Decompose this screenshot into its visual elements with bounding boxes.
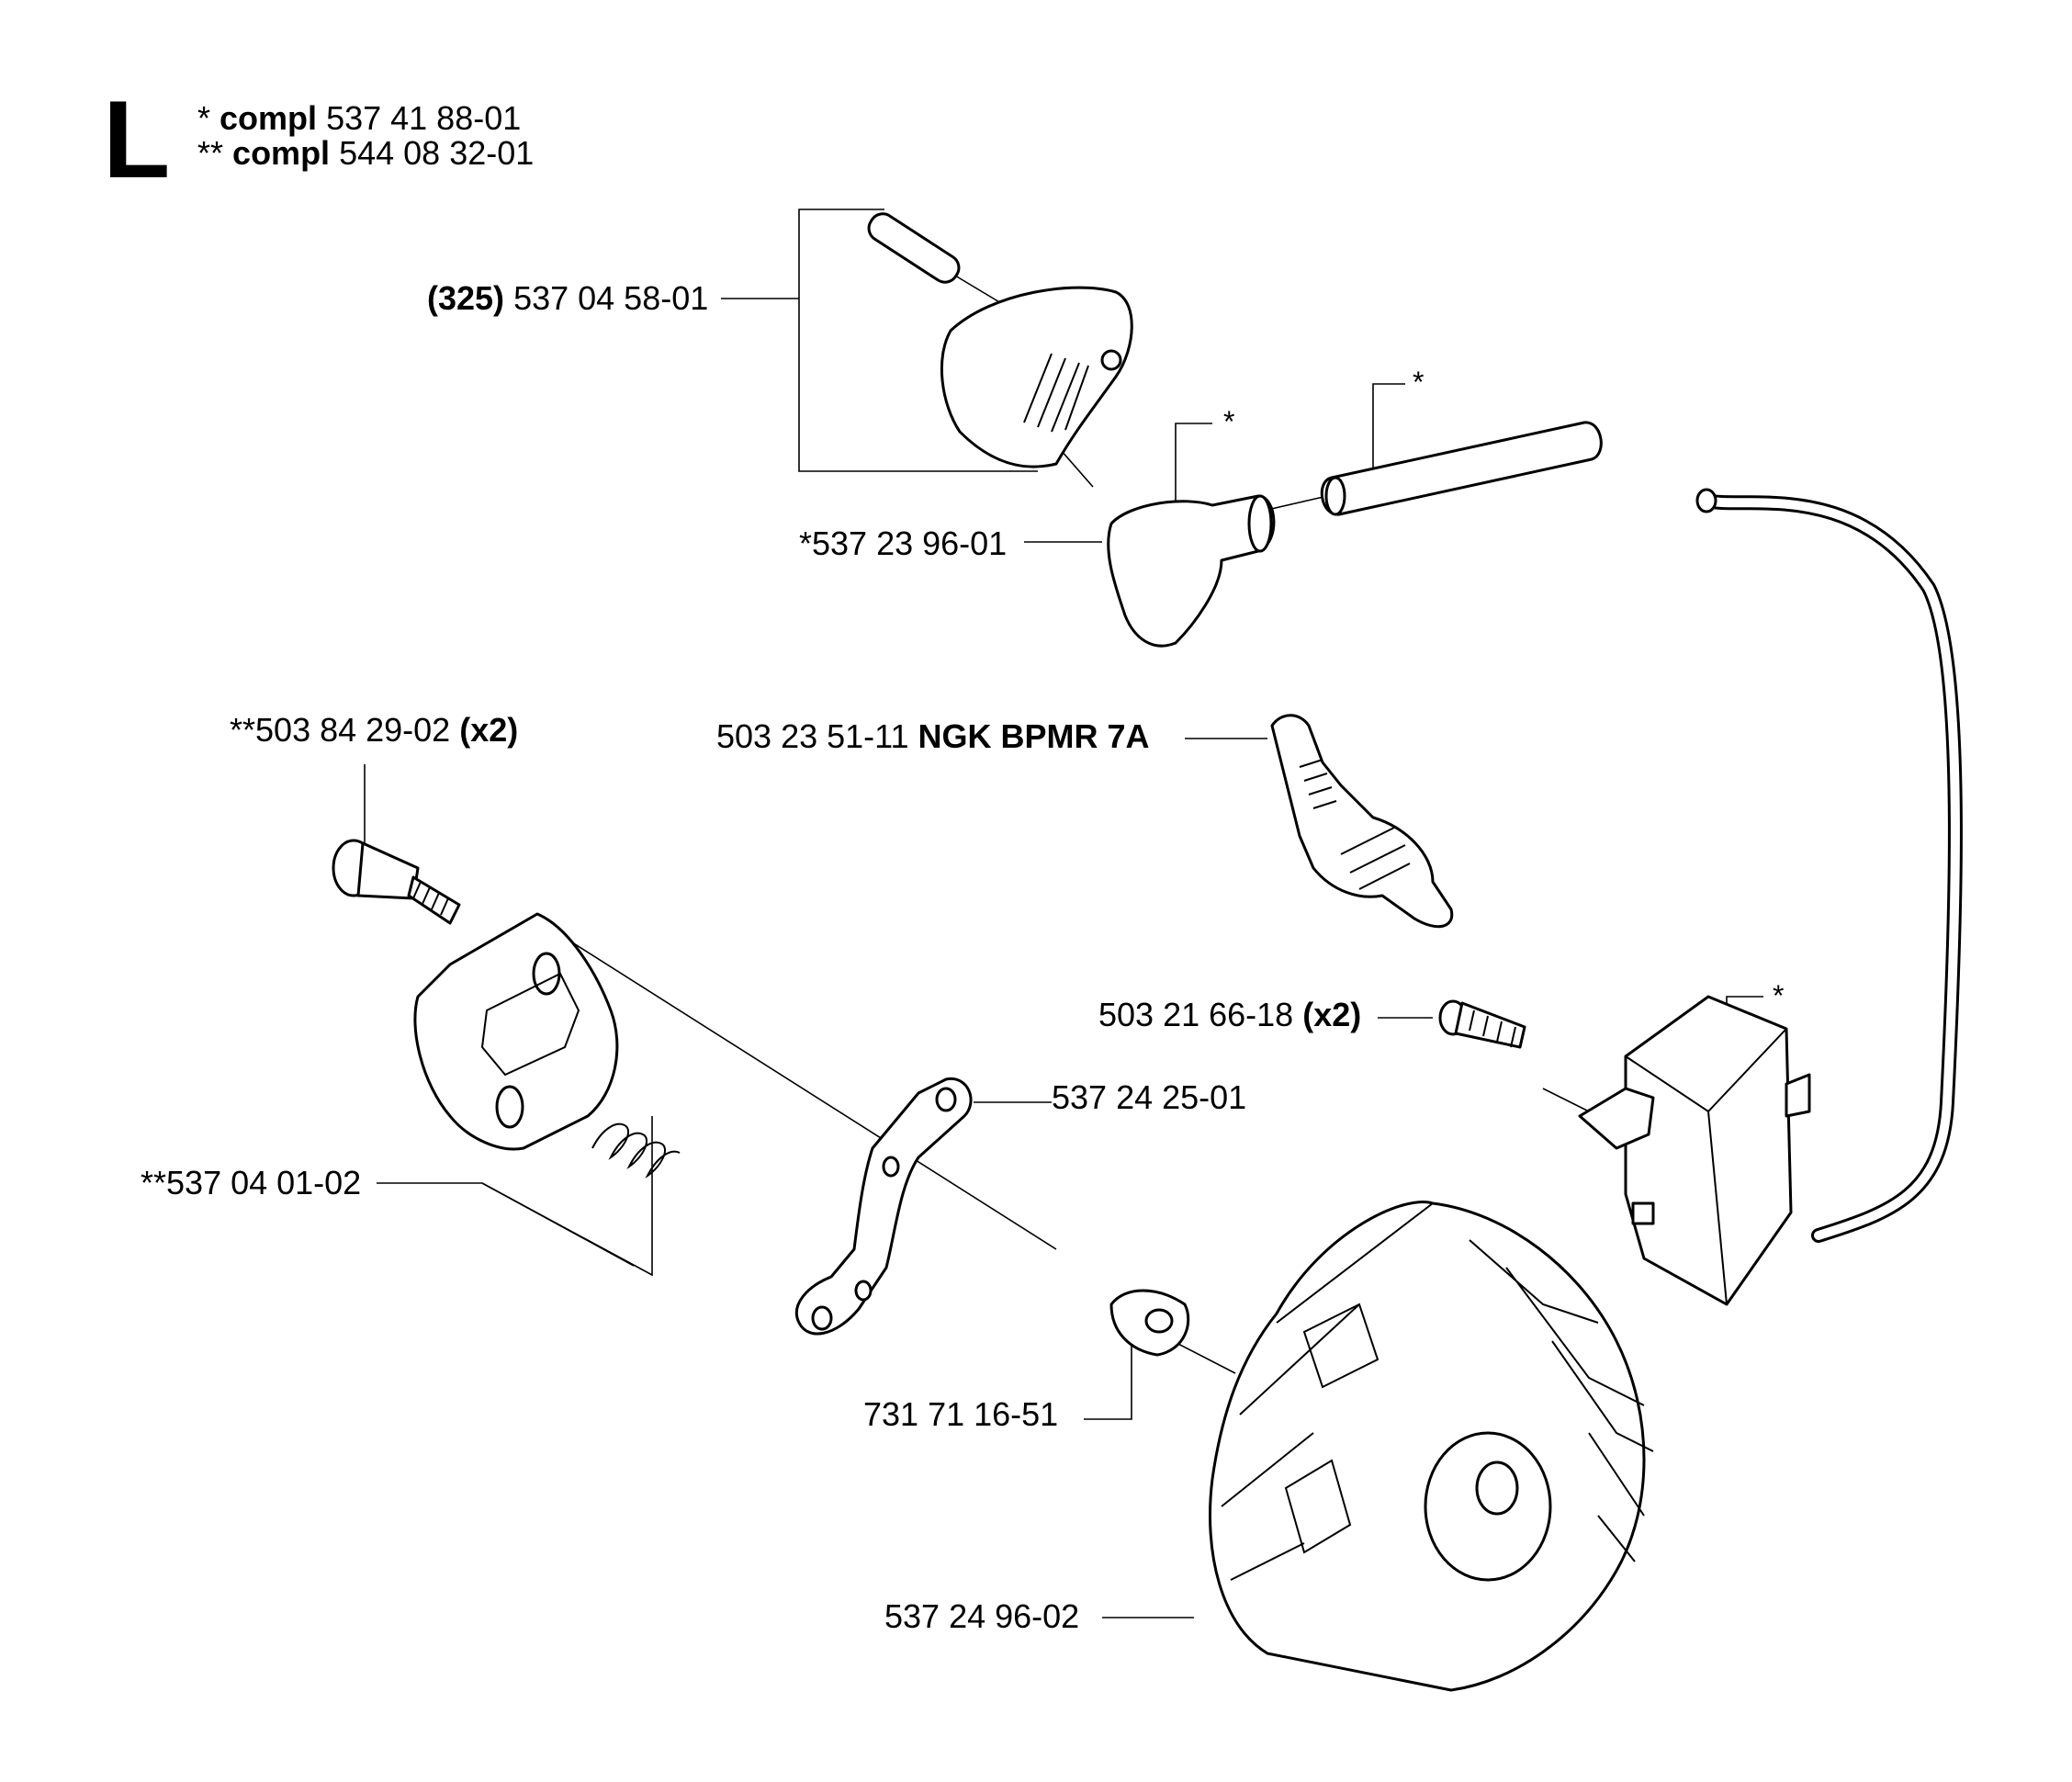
kit-line-1: * compl 537 41 88-01 (197, 101, 521, 136)
spark-plug-boot-part (1107, 494, 1276, 648)
kit-number: 544 08 32-01 (339, 134, 535, 172)
label-bolt-number: **503 84 29-02 (230, 711, 451, 749)
label-bolt: **503 84 29-02 (x2) (230, 712, 518, 749)
label-cover-prefix: (325) (427, 279, 505, 317)
marker-boot-star: * (1223, 405, 1235, 438)
kit-number: 537 41 88-01 (326, 99, 522, 137)
label-lever-number: 537 24 25-01 (1052, 1078, 1247, 1116)
hose-tube-part (1320, 421, 1603, 516)
label-lever: 537 24 25-01 (1052, 1079, 1246, 1116)
label-boot: *537 23 96-01 (799, 525, 1007, 562)
flywheel-part (1209, 1201, 1654, 1692)
kit-marker: ** (197, 134, 224, 172)
label-plug-number: 503 23 51-11 (716, 717, 909, 755)
washer-part (1109, 1289, 1190, 1357)
label-flywheel: 537 24 96-02 (884, 1598, 1079, 1635)
label-cover: (325) 537 04 58-01 (427, 280, 708, 317)
marker-coil-star: * (1773, 979, 1785, 1012)
ignition-cover-part (867, 212, 1133, 468)
ignition-module-part (1578, 995, 1811, 1306)
lever-arm-part (795, 1077, 973, 1336)
clutch-mount-part (413, 912, 681, 1179)
kit-word: compl (220, 99, 318, 137)
coil-screw-part (1438, 999, 1526, 1049)
label-flywheel-number: 537 24 96-02 (884, 1597, 1080, 1635)
label-clutch: **537 04 01-02 (141, 1165, 361, 1201)
label-cover-number: 537 04 58-01 (513, 279, 709, 317)
label-washer-number: 731 71 16-51 (863, 1395, 1059, 1433)
label-plug-type: NGK BPMR 7A (918, 717, 1150, 755)
label-plug: 503 23 51-11 NGK BPMR 7A (716, 718, 1150, 755)
label-coil-screw-qty: (x2) (1302, 996, 1362, 1033)
ignition-cable-part (1695, 488, 1963, 1243)
label-boot-number: *537 23 96-01 (799, 524, 1008, 562)
marker-tube-star: * (1413, 366, 1424, 399)
label-clutch-number: **537 04 01-02 (141, 1164, 362, 1201)
label-bolt-qty: (x2) (459, 711, 519, 749)
kit-word: compl (232, 134, 331, 172)
spark-plug-part (1270, 714, 1454, 929)
shoulder-bolt-part (332, 839, 461, 925)
label-washer: 731 71 16-51 (863, 1396, 1058, 1433)
label-coil-screw-number: 503 21 66-18 (1098, 996, 1294, 1033)
kit-marker: * (197, 99, 211, 137)
section-letter: L (103, 78, 171, 201)
label-coil-screw: 503 21 66-18 (x2) (1098, 997, 1361, 1033)
kit-line-2: ** compl 544 08 32-01 (197, 136, 534, 171)
